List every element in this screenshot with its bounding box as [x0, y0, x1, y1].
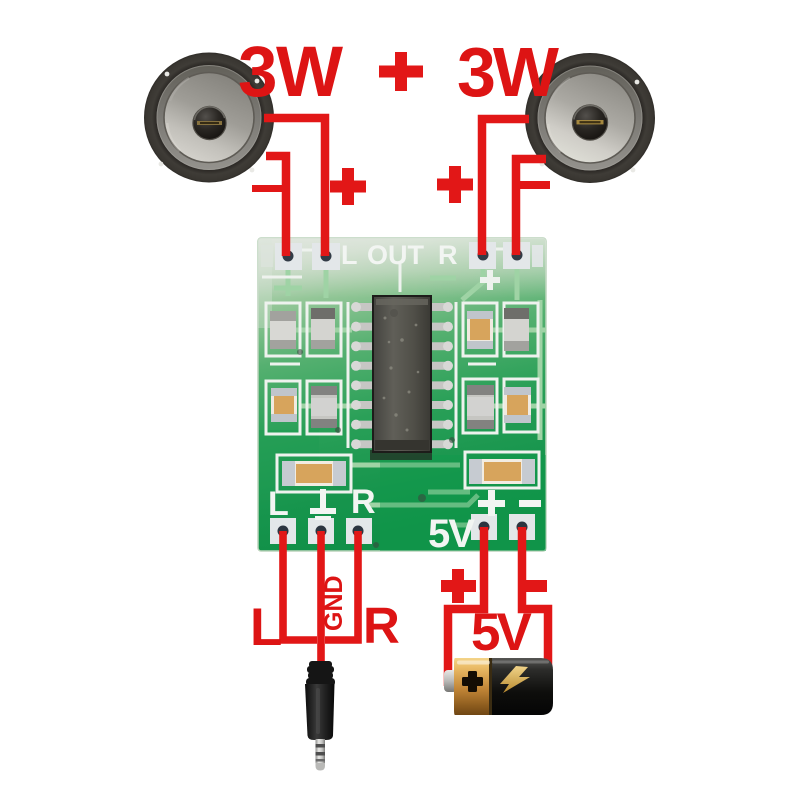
svg-text:R: R: [438, 240, 458, 270]
svg-text:L: L: [268, 485, 289, 523]
svg-text:5V: 5V: [471, 603, 531, 662]
svg-text:R: R: [363, 597, 400, 654]
svg-text:5V: 5V: [428, 512, 475, 556]
svg-text:3W: 3W: [238, 33, 343, 112]
svg-text:3W: 3W: [457, 33, 559, 111]
svg-text:OUT: OUT: [367, 240, 425, 270]
svg-text:GND: GND: [320, 575, 348, 631]
svg-text:L: L: [250, 598, 282, 657]
svg-text:L: L: [341, 240, 358, 270]
svg-text:R: R: [351, 483, 376, 521]
